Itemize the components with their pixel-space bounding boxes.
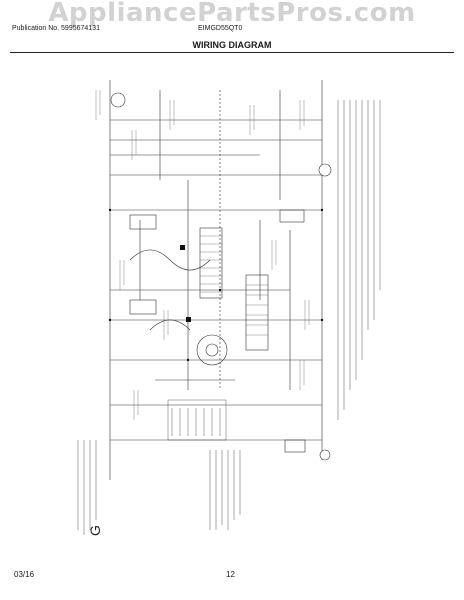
diagram-corner-letter: G — [87, 525, 103, 536]
relay-terminals — [200, 235, 268, 336]
model-number: EIMGD55QT0 — [198, 25, 243, 32]
motor-symbol — [110, 92, 126, 108]
watermark: AppliancePartsPros.com — [48, 0, 416, 28]
junction-dots — [108, 208, 324, 362]
relay-block — [199, 227, 223, 299]
page-number: 12 — [226, 570, 235, 579]
components — [110, 92, 332, 461]
wiring-lines — [109, 80, 323, 480]
component-labels — [95, 90, 310, 420]
footer-date: 03/16 — [14, 570, 35, 579]
terminal-block — [245, 274, 269, 351]
wiring-diagram: G — [77, 80, 381, 536]
notes-block — [77, 408, 241, 535]
caution-notes — [337, 100, 381, 420]
drive-motor-symbol — [196, 334, 228, 366]
legend-box — [167, 399, 227, 441]
page-title: WIRING DIAGRAM — [192, 40, 272, 50]
terminal-symbol — [318, 163, 332, 177]
header-divider — [10, 52, 454, 53]
publication-number: Publication No. 5995674131 — [12, 25, 100, 32]
